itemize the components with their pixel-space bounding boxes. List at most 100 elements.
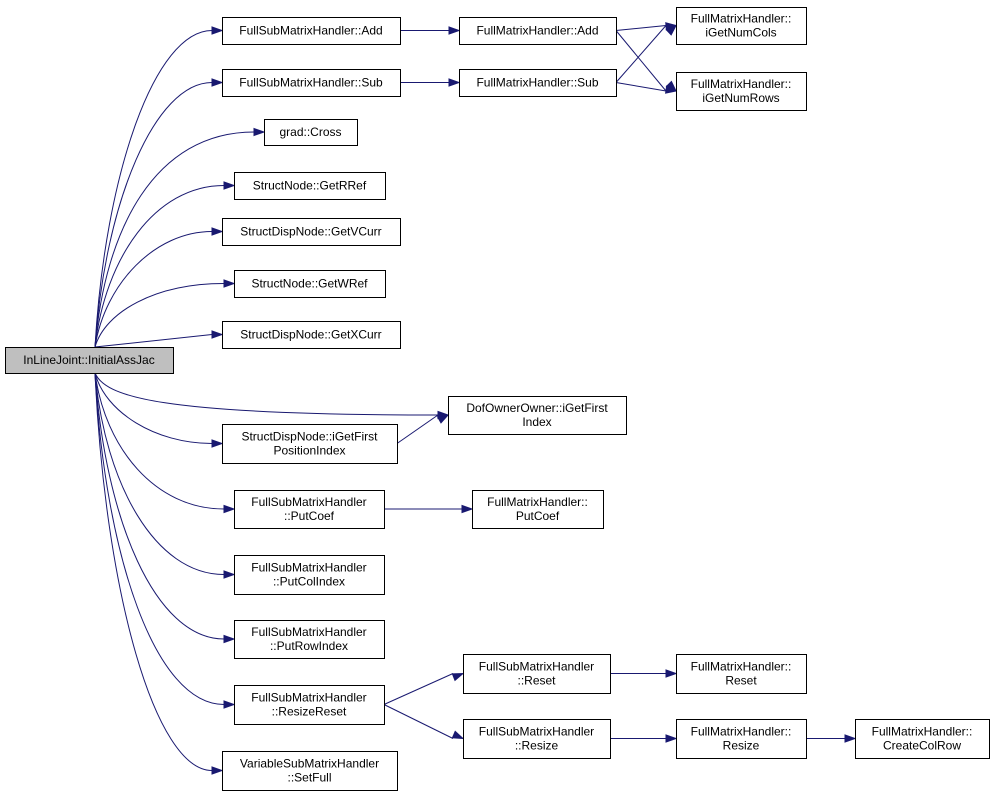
arrowhead: [451, 730, 465, 740]
node-label: StructDispNode::iGetFirst: [241, 430, 378, 444]
arrowhead: [223, 700, 236, 709]
node-label: FullSubMatrixHandler: [251, 691, 366, 705]
node-label: CreateColRow: [883, 739, 961, 753]
node-box: [234, 270, 386, 298]
node-fsmh-putrowindex[interactable]: FullSubMatrixHandler::PutRowIndex: [234, 620, 385, 659]
edge-fsmh-resizereset-to-fsmh-reset: [383, 672, 465, 705]
edge-line: [615, 82, 667, 92]
node-box: [5, 347, 174, 374]
node-fsmh-putcoef[interactable]: FullSubMatrixHandler::PutCoef: [234, 490, 385, 529]
arrowhead: [211, 330, 224, 339]
edge-line: [396, 414, 439, 444]
node-fmh-reset[interactable]: FullMatrixHandler::Reset: [676, 654, 807, 694]
node-fmh-createcolrow[interactable]: FullMatrixHandler::CreateColRow: [855, 719, 990, 759]
node-label: FullMatrixHandler::Sub: [476, 76, 598, 90]
node-label: ::SetFull: [287, 771, 331, 785]
node-box: [222, 424, 398, 464]
arrowhead: [223, 570, 236, 579]
arrowhead: [665, 669, 678, 678]
edge-root-to-sn-getwref: [94, 279, 236, 348]
node-label: FullSubMatrixHandler::Sub: [239, 76, 383, 90]
edge-line: [94, 334, 213, 348]
node-box: [222, 17, 401, 45]
node-box: [676, 72, 807, 111]
node-label: FullSubMatrixHandler: [251, 495, 366, 509]
node-label: Resize: [723, 739, 760, 753]
edge-root-to-sdn-getxcurr: [94, 330, 224, 348]
node-label: ::Resize: [515, 739, 559, 753]
arrowhead: [211, 78, 224, 87]
node-label: FullMatrixHandler::: [691, 725, 792, 739]
edge-line: [94, 185, 225, 348]
node-box: [234, 555, 385, 595]
node-label: ::PutRowIndex: [270, 639, 348, 653]
node-label: Reset: [725, 674, 757, 688]
node-label: StructDispNode::GetXCurr: [240, 328, 381, 342]
edge-root-to-fsmh-add: [94, 26, 224, 348]
node-label: iGetNumRows: [702, 91, 779, 105]
node-box: [234, 172, 386, 200]
arrowhead: [223, 181, 236, 190]
edge-root-to-fsmh-resizereset: [94, 372, 236, 709]
edge-fmh-sub-to-fmh-getnumrows: [615, 82, 678, 94]
edge-root-to-fsmh-sub: [94, 78, 224, 348]
node-label: FullSubMatrixHandler: [251, 625, 366, 639]
node-box: [222, 321, 401, 349]
node-vsmh-setfull[interactable]: VariableSubMatrixHandler::SetFull: [222, 751, 398, 791]
node-label: StructNode::GetWRef: [251, 277, 368, 291]
node-fmh-resize[interactable]: FullMatrixHandler::Resize: [676, 719, 807, 759]
arrowhead: [253, 127, 266, 137]
arrowhead: [665, 734, 678, 743]
arrowhead: [665, 24, 678, 36]
node-fmh-getnumcols[interactable]: FullMatrixHandler::iGetNumCols: [676, 7, 807, 45]
arrowhead: [223, 504, 236, 514]
node-box: [676, 7, 807, 45]
arrowhead: [223, 634, 236, 644]
node-fmh-getnumrows[interactable]: FullMatrixHandler::iGetNumRows: [676, 72, 807, 111]
node-sn-getwref[interactable]: StructNode::GetWRef: [234, 270, 386, 298]
edge-sdn-getfirstpos-to-doo-getfirst: [396, 414, 450, 444]
edge-line: [383, 673, 454, 705]
edge-line: [383, 704, 454, 739]
node-fmh-add[interactable]: FullMatrixHandler::Add: [459, 17, 617, 45]
edge-fsmh-add-to-fmh-add: [400, 26, 461, 35]
node-label: VariableSubMatrixHandler: [240, 757, 379, 771]
node-label: StructNode::GetRRef: [253, 179, 367, 193]
node-fsmh-add[interactable]: FullSubMatrixHandler::Add: [222, 17, 401, 45]
node-fsmh-reset[interactable]: FullSubMatrixHandler::Reset: [463, 654, 611, 694]
arrowhead: [211, 766, 224, 775]
edge-line: [615, 25, 667, 31]
node-fsmh-resize[interactable]: FullSubMatrixHandler::Resize: [463, 719, 611, 759]
arrowhead: [211, 26, 224, 35]
node-fsmh-putcolindex[interactable]: FullSubMatrixHandler::PutColIndex: [234, 555, 385, 595]
node-fmh-sub[interactable]: FullMatrixHandler::Sub: [459, 69, 617, 97]
edge-line: [94, 372, 225, 640]
node-sdn-getvcurr[interactable]: StructDispNode::GetVCurr: [222, 218, 401, 246]
node-sdn-getxcurr[interactable]: StructDispNode::GetXCurr: [222, 321, 401, 349]
arrowhead: [211, 227, 224, 236]
node-label: FullMatrixHandler::: [691, 660, 792, 674]
node-label: FullSubMatrixHandler: [479, 725, 594, 739]
node-box: [463, 719, 611, 759]
node-box: [472, 490, 604, 529]
arrowhead: [223, 279, 236, 288]
node-box: [459, 17, 617, 45]
node-grad-cross[interactable]: grad::Cross: [264, 119, 358, 146]
node-label: grad::Cross: [279, 125, 341, 139]
node-label: FullMatrixHandler::: [487, 495, 588, 509]
node-fmh-putcoef[interactable]: FullMatrixHandler::PutCoef: [472, 490, 604, 529]
node-box: [676, 719, 807, 759]
node-label: ::PutCoef: [284, 509, 335, 523]
node-box: [855, 719, 990, 759]
arrowhead: [448, 78, 461, 87]
node-label: FullMatrixHandler::: [691, 12, 792, 26]
node-box: [676, 654, 807, 694]
node-fsmh-sub[interactable]: FullSubMatrixHandler::Sub: [222, 69, 401, 97]
node-sn-getrref[interactable]: StructNode::GetRRef: [234, 172, 386, 200]
node-label: InLineJoint::InitialAssJac: [23, 353, 154, 367]
arrowhead: [451, 672, 465, 682]
node-fsmh-resizereset[interactable]: FullSubMatrixHandler::ResizeReset: [234, 685, 385, 725]
